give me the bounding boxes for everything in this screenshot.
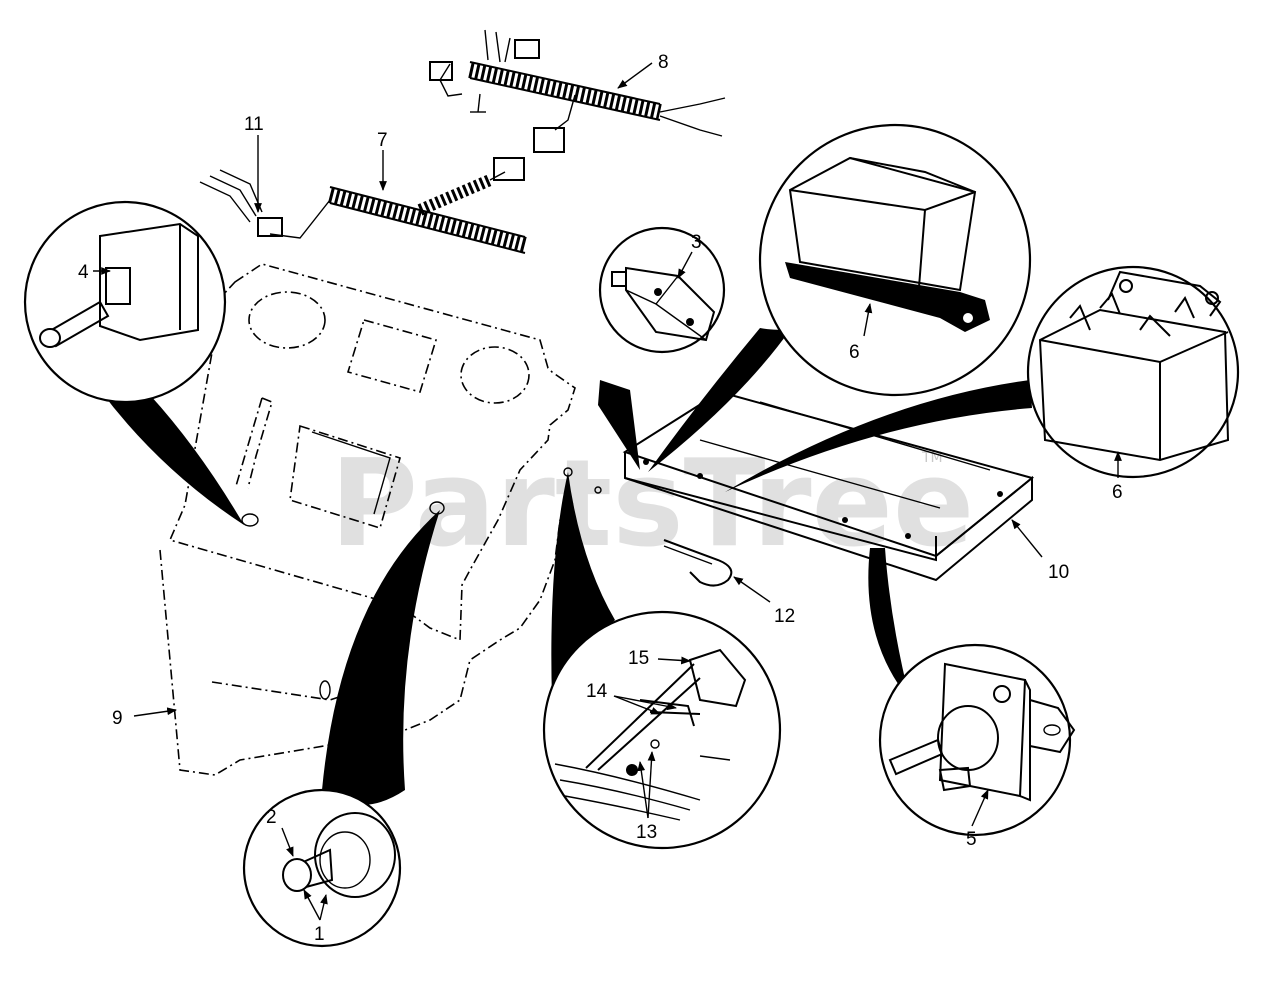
callout-7: 7 bbox=[377, 130, 388, 151]
detail-plug-3 bbox=[598, 226, 726, 354]
callout-8: 8 bbox=[658, 52, 669, 73]
detail-funnels bbox=[100, 328, 1032, 805]
detail-toggle-switch-4 bbox=[23, 200, 227, 404]
callout-1: 1 bbox=[314, 924, 325, 945]
wire-harness-7 bbox=[199, 157, 527, 254]
clip-12 bbox=[663, 539, 733, 587]
callout-10: 10 bbox=[1048, 562, 1069, 583]
callout-labels: 4 11 7 8 3 6 6 10 12 9 2 1 5 15 14 13 bbox=[78, 52, 1123, 945]
callout-5: 5 bbox=[966, 829, 977, 850]
callout-4: 4 bbox=[78, 262, 89, 283]
wire-harness-8 bbox=[429, 29, 726, 153]
callout-12: 12 bbox=[774, 606, 795, 627]
detail-solenoid-5 bbox=[878, 643, 1076, 837]
mounting-bracket-10 bbox=[622, 390, 1035, 582]
leader-lines bbox=[93, 62, 1122, 921]
callout-13: 13 bbox=[636, 822, 657, 843]
callout-6a: 6 bbox=[849, 342, 860, 363]
detail-relay-6b bbox=[1026, 265, 1240, 479]
callout-14: 14 bbox=[586, 681, 608, 702]
callout-6b: 6 bbox=[1112, 482, 1123, 503]
detail-wire-terminals bbox=[542, 610, 782, 850]
callout-2: 2 bbox=[266, 807, 277, 828]
callout-11: 11 bbox=[244, 114, 264, 135]
callout-3: 3 bbox=[691, 232, 702, 253]
callout-9: 9 bbox=[112, 708, 123, 729]
watermark-text: PartsTree bbox=[330, 435, 974, 574]
detail-relay-6a bbox=[758, 123, 1032, 397]
callout-15: 15 bbox=[628, 648, 649, 669]
watermark: PartsTree TM bbox=[330, 435, 974, 574]
